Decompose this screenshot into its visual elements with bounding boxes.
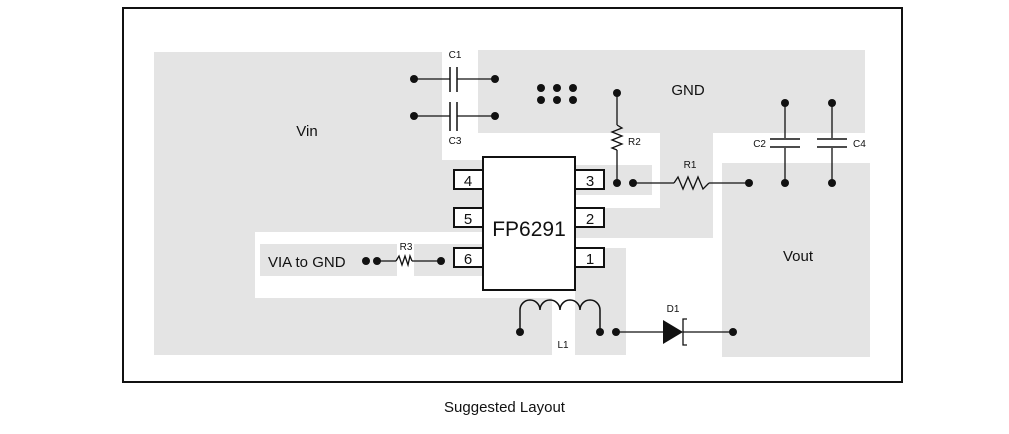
junction-dots — [362, 75, 836, 336]
vin-label: Vin — [296, 123, 317, 140]
ic-pins — [453, 169, 605, 268]
pin-5 — [453, 207, 484, 228]
l1-symbol — [519, 299, 601, 330]
vin-plane — [154, 52, 552, 355]
capacitor-plates — [449, 67, 847, 148]
via — [537, 84, 545, 92]
l1-label: L1 — [557, 340, 569, 351]
pin-5-label: 5 — [464, 211, 472, 228]
c2-label: C2 — [753, 139, 766, 150]
pin-6 — [453, 247, 484, 268]
vout-label: Vout — [783, 248, 814, 265]
c3-label: C3 — [449, 136, 462, 147]
r1-label: R1 — [684, 160, 697, 171]
wires — [377, 78, 833, 333]
r3-symbol — [395, 253, 413, 268]
c1-label: C1 — [449, 50, 462, 61]
gnd-label: GND — [671, 82, 705, 99]
r2-symbol — [610, 124, 624, 151]
ic-part-label: FP6291 — [492, 218, 566, 241]
d1-label: D1 — [667, 304, 680, 315]
pin-1-label: 1 — [586, 251, 594, 268]
gnd-feedback-area — [575, 133, 713, 238]
resistors — [395, 124, 710, 268]
ic-body — [482, 156, 576, 291]
c4-label: C4 — [853, 139, 866, 150]
r2-label: R2 — [628, 137, 641, 148]
d1-symbol — [663, 318, 687, 346]
pin-4-label: 4 — [464, 173, 472, 190]
pin-2-label: 2 — [586, 211, 594, 228]
pin-3 — [574, 169, 605, 190]
r1-symbol — [673, 175, 710, 191]
pin-3-label: 3 — [586, 173, 594, 190]
via-to-gnd-label: VIA to GND — [268, 254, 346, 271]
r3-label: R3 — [400, 242, 413, 253]
pin-2 — [574, 207, 605, 228]
pin-1 — [574, 247, 605, 268]
labels: 4 5 6 3 2 1 FP6291 Vin GND Vout VIA to G… — [268, 50, 866, 351]
vout-plane — [722, 163, 870, 357]
figure-caption: Suggested Layout — [444, 399, 565, 416]
pin-4 — [453, 169, 484, 190]
pin-6-label: 6 — [464, 251, 472, 268]
